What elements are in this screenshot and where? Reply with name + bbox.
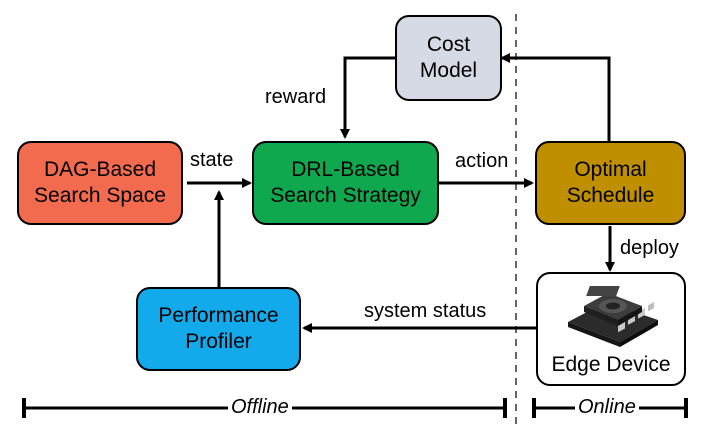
dag-search-space-line1: DAG-Based — [43, 157, 157, 181]
cost-model-node: Cost Model — [395, 15, 502, 101]
cost-model-line2: Model — [419, 59, 478, 82]
arrow-schedule-to-cost-model — [500, 53, 611, 143]
cost-model-line1: Cost — [426, 32, 471, 56]
system-status-label: system status — [364, 300, 487, 322]
performance-profiler-line1: Performance — [158, 303, 279, 327]
drl-search-strategy-line1: DRL-Based — [291, 157, 400, 181]
performance-profiler-line2: Profiler — [185, 330, 252, 353]
performance-profiler-node: Performance Profiler — [136, 287, 301, 371]
edge-device-node: Edge Device — [536, 272, 686, 386]
reward-label: reward — [265, 86, 327, 108]
drl-search-strategy-line2: Search Strategy — [270, 184, 421, 207]
drl-search-strategy-node: DRL-Based Search Strategy — [252, 141, 439, 225]
state-label: state — [190, 149, 234, 171]
dag-search-space-node: DAG-Based Search Space — [17, 141, 183, 225]
arrow-reward — [340, 56, 396, 139]
optimal-schedule-line2: Schedule — [566, 184, 655, 207]
dag-search-space-line2: Search Space — [34, 184, 166, 207]
deploy-label: deploy — [620, 237, 679, 259]
edge-board-icon — [568, 286, 658, 347]
optimal-schedule-line1: Optimal — [574, 157, 647, 181]
optimal-schedule-node: Optimal Schedule — [535, 141, 686, 225]
action-label: action — [455, 150, 509, 172]
offline-phase-label: Offline — [228, 396, 292, 419]
edge-device-label: Edge Device — [551, 352, 671, 376]
online-phase-label: Online — [575, 396, 639, 419]
